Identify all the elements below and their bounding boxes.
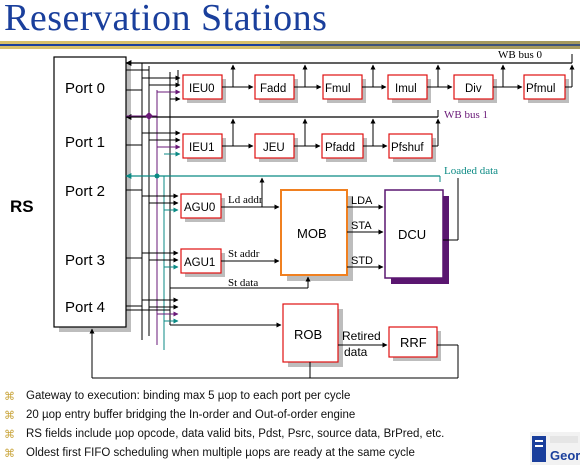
- command-key-icon: ⌘: [4, 429, 15, 441]
- unit-imul: Imul: [395, 83, 417, 95]
- bullet-item: ⌘ 20 µop entry buffer bridging the In-or…: [4, 409, 356, 422]
- port-1-label: Port 1: [65, 134, 105, 151]
- university-logo: [530, 432, 580, 465]
- retired-label: Retired: [342, 329, 381, 343]
- wb-bus-1-label: WB bus 1: [444, 109, 488, 121]
- unit-jeu: JEU: [263, 142, 285, 154]
- unit-pfadd: Pfadd: [325, 142, 355, 154]
- unit-ieu1: IEU1: [189, 142, 215, 154]
- st-data-label: St data: [228, 277, 258, 289]
- rs-box: [53, 56, 127, 328]
- port-2-label: Port 2: [65, 183, 105, 200]
- unit-fadd: Fadd: [260, 83, 286, 95]
- unit-pfshuf: Pfshuf: [391, 142, 424, 154]
- std-label: STD: [351, 255, 373, 267]
- port-3-label: Port 3: [65, 252, 105, 269]
- exec-units-row1: IEU1 JEU Pfadd Pfshuf: [182, 133, 436, 162]
- mob-label: MOB: [297, 226, 327, 241]
- port-4-label: Port 4: [65, 299, 105, 316]
- command-key-icon: ⌘: [4, 410, 15, 422]
- wb-bus-0: WB bus 0: [125, 49, 573, 66]
- dcu: DCU: [384, 189, 449, 284]
- logo-text: Geor: [550, 448, 580, 463]
- loaded-data-label: Loaded data: [444, 165, 498, 177]
- row0-outputs: [177, 64, 575, 90]
- ld-addr-label: Ld addr: [228, 194, 263, 206]
- command-key-icon: ⌘: [4, 448, 15, 460]
- port-0-label: Port 0: [65, 80, 105, 97]
- retired-data-label: data: [344, 345, 368, 359]
- rob-label: ROB: [294, 327, 322, 342]
- bullet-item: ⌘ RS fields include µop opcode, data val…: [4, 428, 445, 441]
- agu-units: AGU0 AGU1: [180, 193, 225, 277]
- port-connections: [126, 69, 170, 311]
- loaded-data-bus: Loaded data: [125, 165, 498, 182]
- unit-ieu0: IEU0: [189, 83, 215, 95]
- memory-paths: [170, 177, 459, 289]
- wb-bus-0-label: WB bus 0: [498, 49, 543, 61]
- rrf-label: RRF: [400, 335, 427, 350]
- bullet-item: ⌘ Oldest first FIFO scheduling when mult…: [4, 447, 415, 460]
- lda-label: LDA: [351, 195, 373, 207]
- mob: MOB: [280, 189, 353, 281]
- unit-pfmul: Pfmul: [526, 83, 555, 95]
- row1-outputs: [222, 118, 441, 149]
- retire-paths: [89, 322, 459, 379]
- bullet-item: ⌘ Gateway to execution: binding max 5 µo…: [4, 390, 351, 403]
- exec-units-row0: IEU0 Fadd Fmul Imul Div Pfmul: [182, 74, 569, 103]
- page-title: Reservation Stations: [4, 0, 328, 39]
- unit-div: Div: [465, 83, 482, 95]
- unit-agu1: AGU1: [184, 257, 215, 269]
- sta-label: STA: [351, 220, 372, 232]
- unit-agu0: AGU0: [184, 202, 215, 214]
- unit-input-arrows: [142, 75, 181, 324]
- rob: ROB: [282, 303, 343, 367]
- unit-fmul: Fmul: [325, 83, 351, 95]
- header-divider: [0, 41, 580, 49]
- command-key-icon: ⌘: [4, 391, 15, 403]
- bullet-list: ⌘ Gateway to execution: binding max 5 µo…: [4, 389, 544, 465]
- st-addr-label: St addr: [228, 248, 260, 260]
- rs-label: RS: [10, 197, 34, 216]
- wb-bus-1: WB bus 1: [125, 109, 488, 121]
- dcu-label: DCU: [398, 227, 426, 242]
- rrf: RRF: [388, 326, 441, 361]
- purple-bypass-bus: [126, 89, 181, 120]
